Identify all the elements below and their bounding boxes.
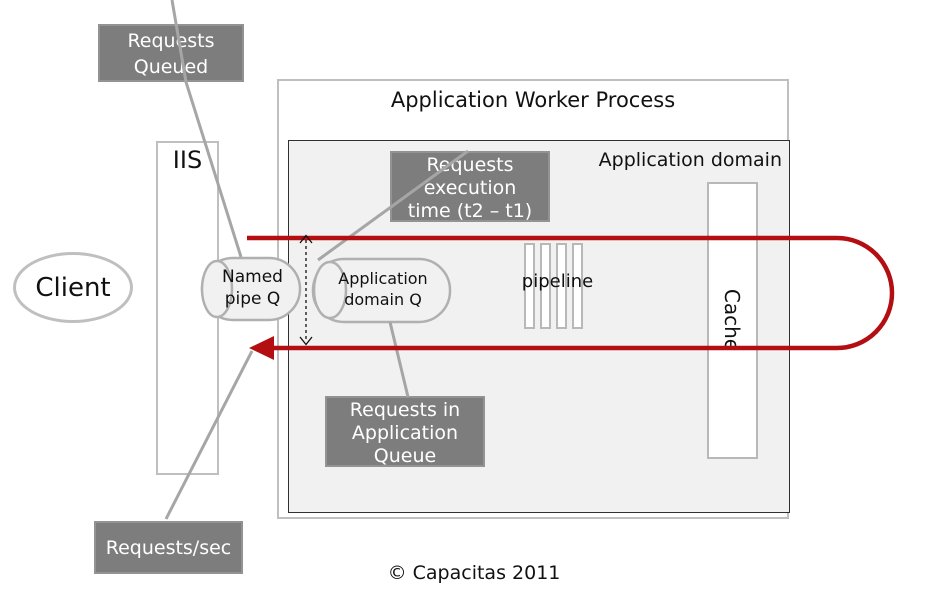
- requests-per-sec-label: Requests/sec: [105, 536, 232, 559]
- worker-process-title: Application Worker Process: [390, 88, 676, 112]
- requests-per-sec-callout: Requests/sec: [94, 521, 243, 574]
- copyright-text: © Capacitas 2011: [387, 562, 561, 584]
- app-domain-queue-label: Application domain Q: [338, 269, 428, 310]
- requests-execution-time-callout: Requests execution time (t2 – t1): [390, 151, 550, 222]
- iis-label: IIS: [172, 146, 203, 174]
- request-flow-arrowhead: [249, 336, 274, 360]
- cache-label: Cache: [720, 288, 744, 352]
- client-ellipse: Client: [13, 252, 133, 323]
- requests-queued-callout: Requests Queued: [98, 24, 244, 82]
- pipeline-label: pipeline: [521, 271, 594, 292]
- named-pipe-queue-label: Named pipe Q: [222, 267, 283, 310]
- requests-in-application-queue-callout: Requests in Application Queue: [325, 396, 485, 467]
- client-label: Client: [35, 272, 111, 303]
- application-domain-label: Application domain: [598, 149, 782, 171]
